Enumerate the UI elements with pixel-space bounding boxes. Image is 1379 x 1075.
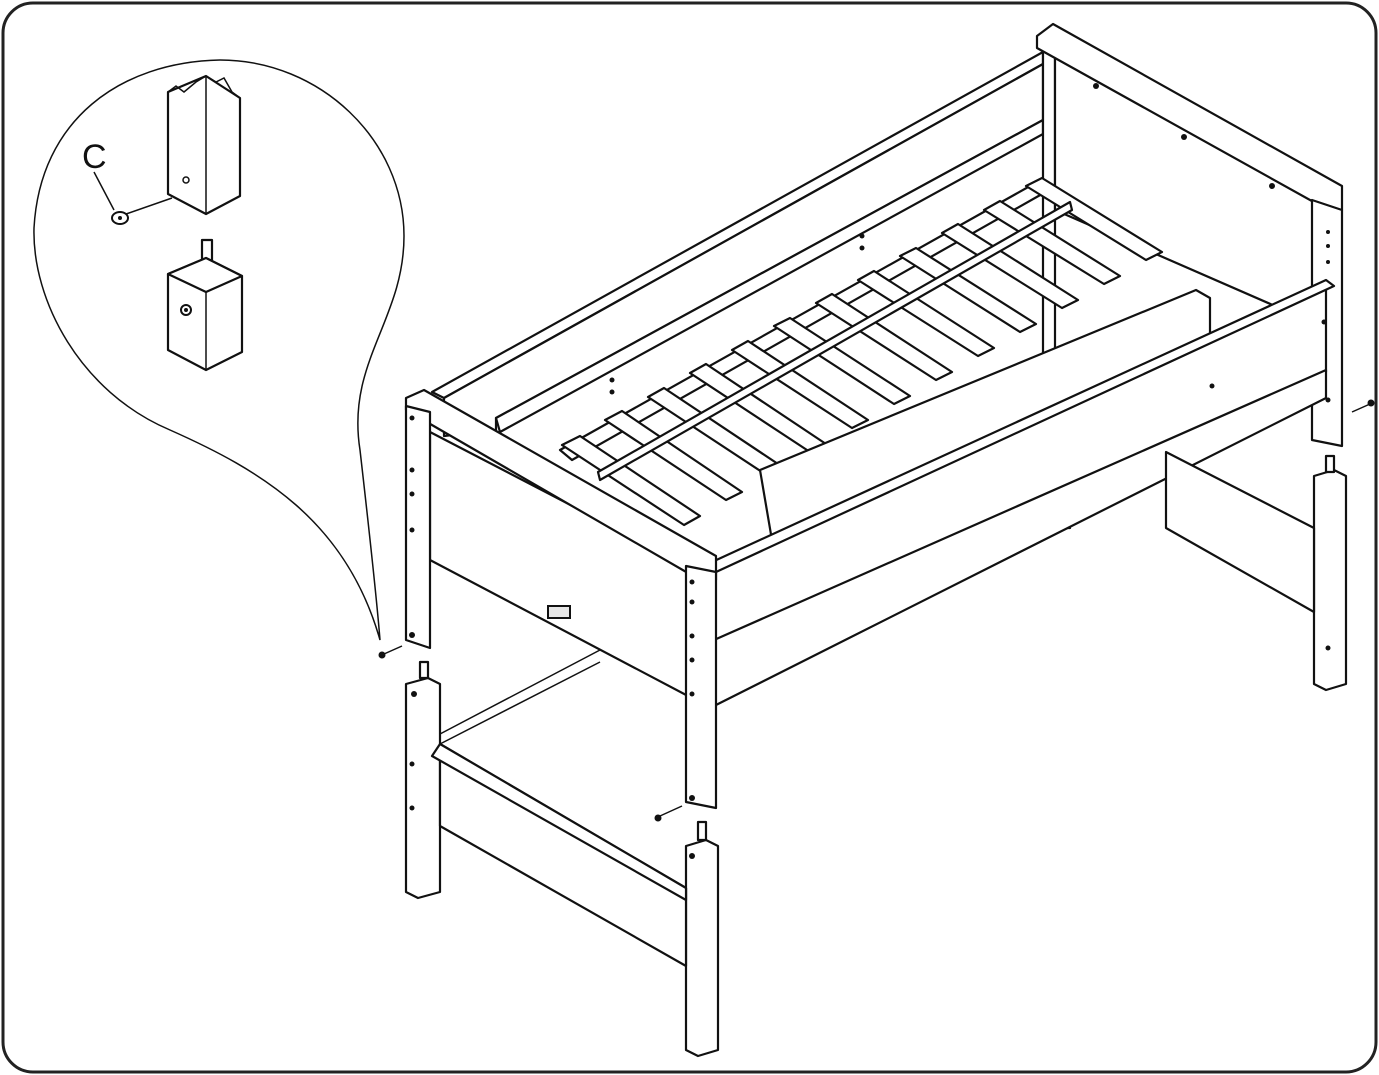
slats [560, 176, 1164, 527]
detail-upper-post [166, 74, 242, 216]
front-left-post-upper [404, 404, 432, 650]
detail-callout-bubble [33, 59, 405, 641]
bed-frame [378, 22, 1375, 1058]
leg-back-right [1312, 468, 1348, 692]
callout-label-c: C [82, 138, 107, 176]
detail-lower-post [166, 238, 244, 372]
label-plate [547, 605, 571, 619]
back-side-panel [442, 62, 1045, 438]
screw-front-right [654, 805, 683, 822]
detail-screw-c [93, 171, 173, 225]
leg-front-left [404, 676, 442, 900]
lower-legs [404, 454, 1348, 1058]
center-support-beam [596, 200, 1074, 482]
lower-rail-left-top [430, 742, 688, 902]
screws [378, 399, 1375, 822]
screw-back-right [1351, 399, 1375, 413]
leg-front-right [684, 838, 720, 1058]
lower-rail-right [1164, 450, 1316, 614]
callout-bubble-outline [33, 59, 405, 641]
screw-front-left [378, 645, 403, 659]
slat-group [558, 176, 1212, 554]
front-right-post-upper [684, 564, 718, 810]
